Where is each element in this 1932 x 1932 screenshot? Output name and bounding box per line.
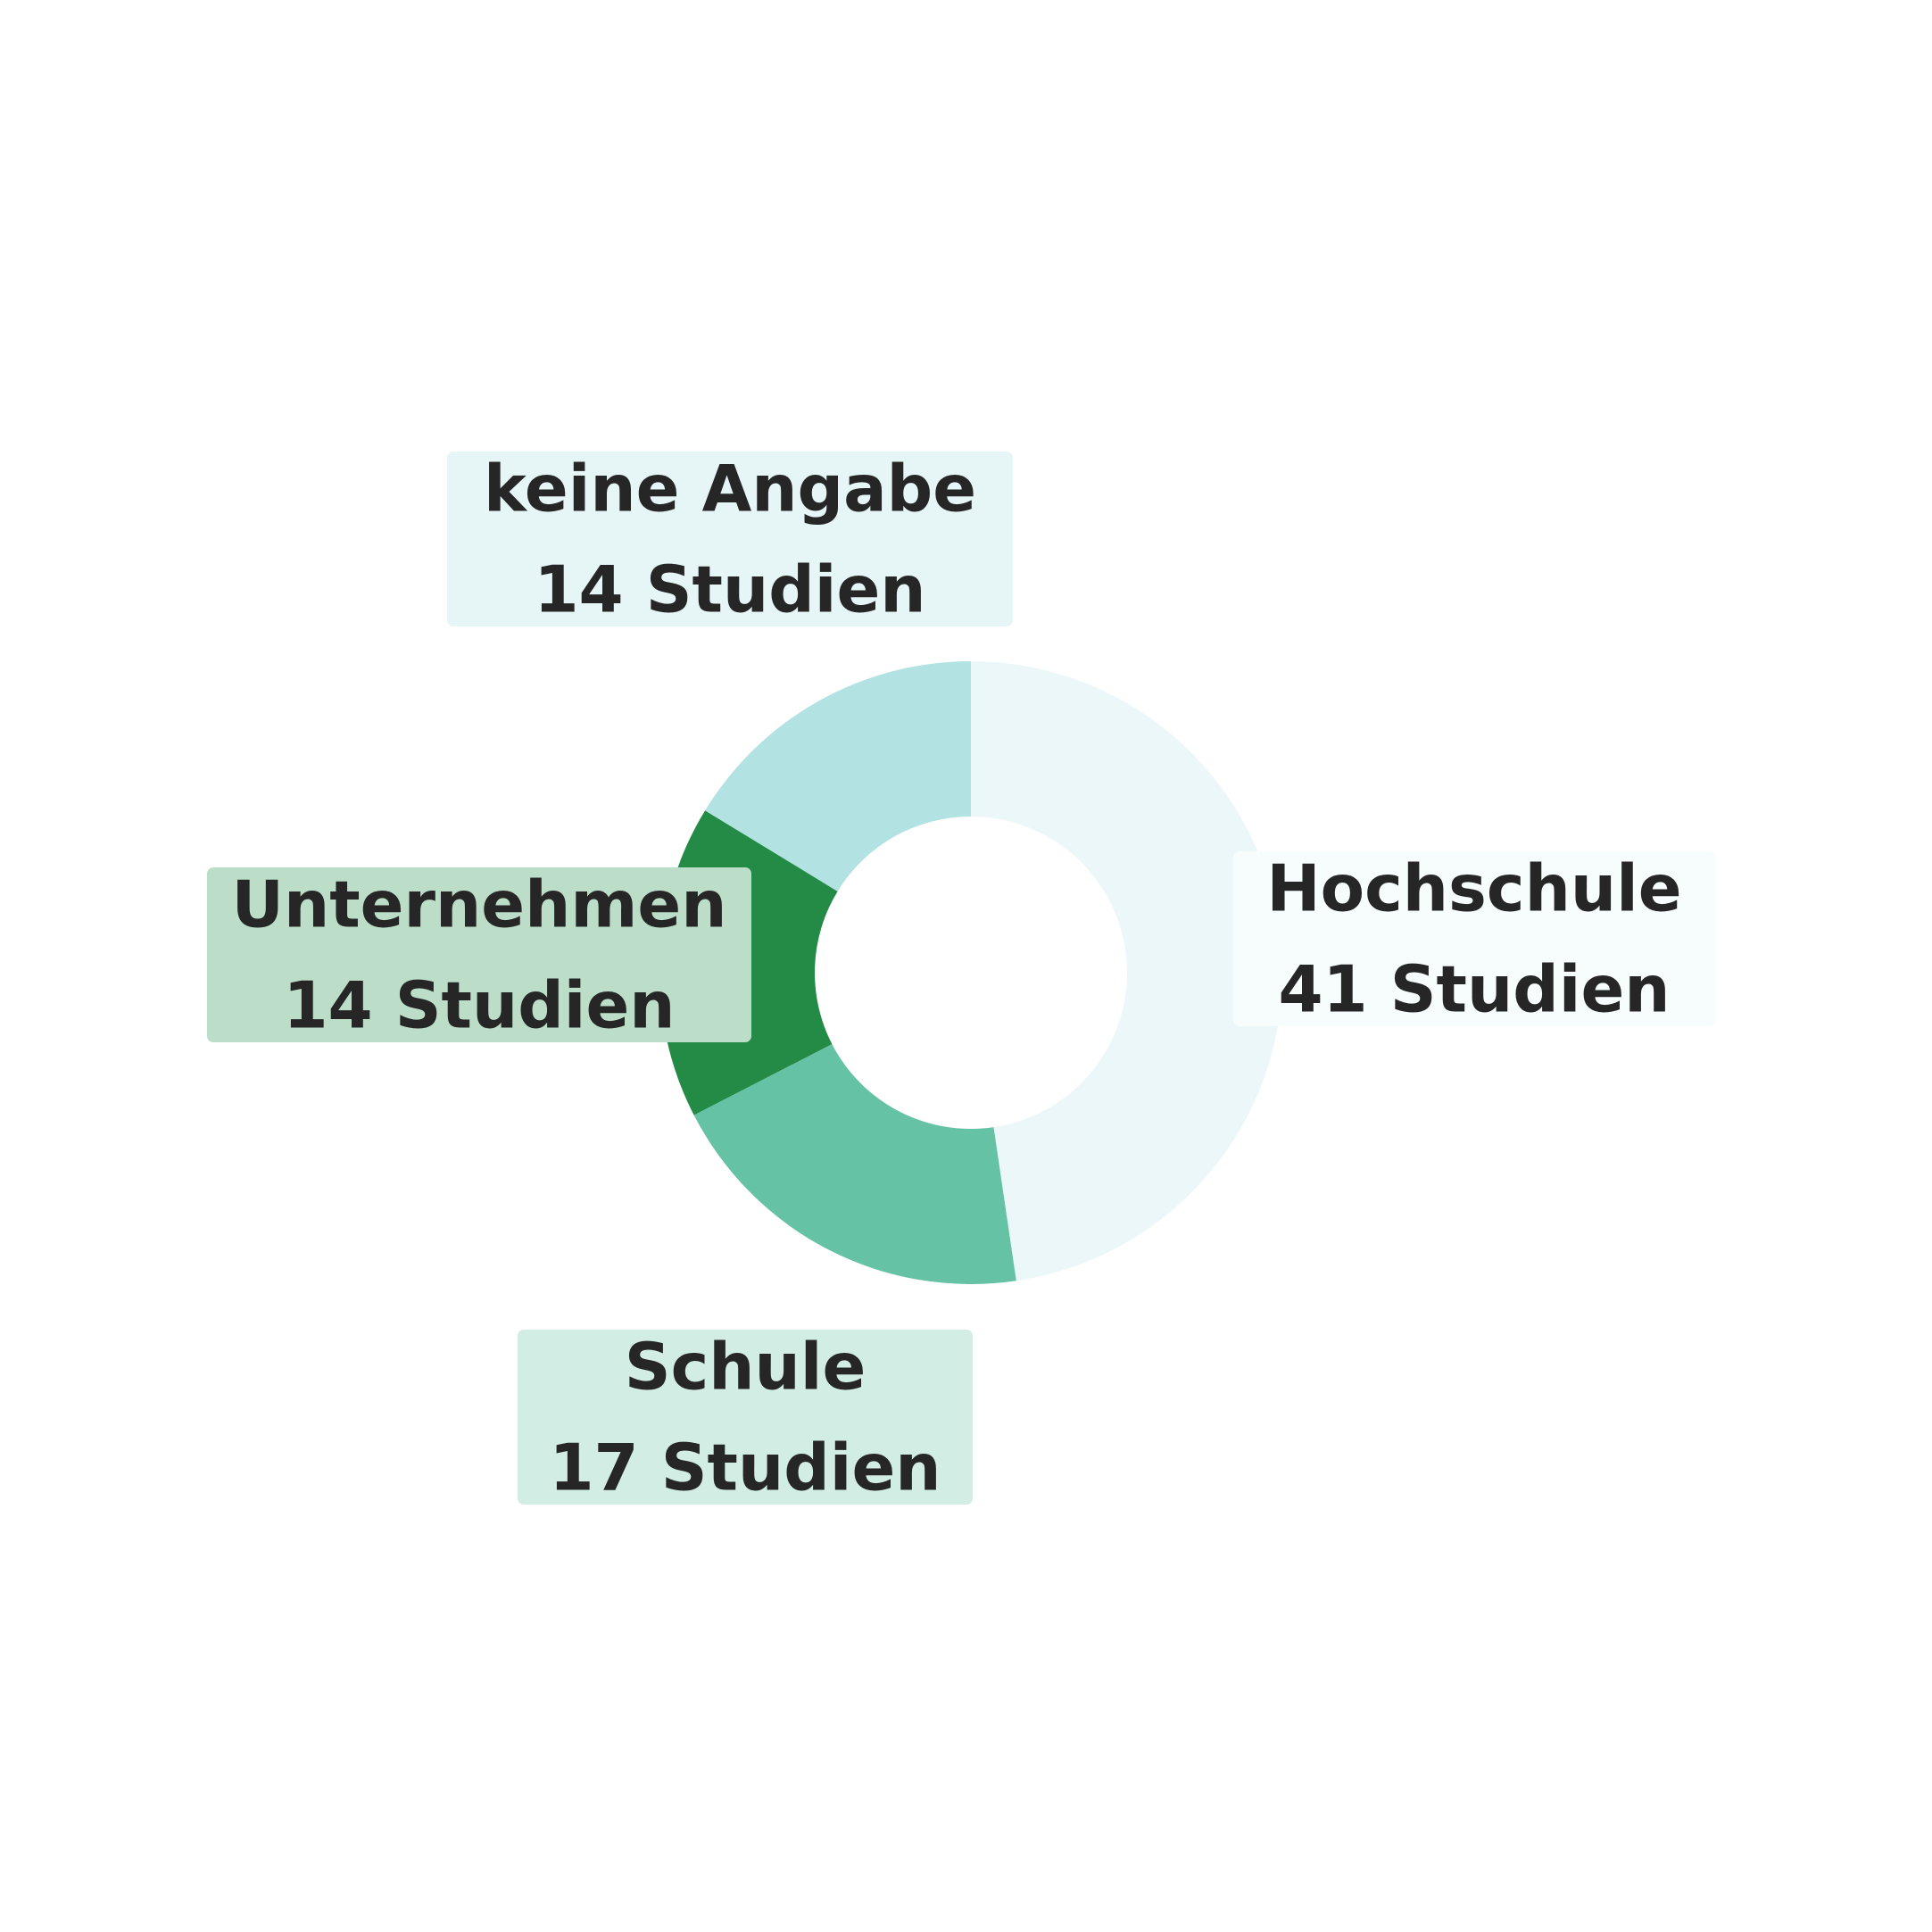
slice-label-schule: Schule 17 Studien — [518, 1330, 973, 1505]
slice-value-label: 41 Studien — [1278, 952, 1670, 1027]
donut-slice-keine-angabe — [705, 661, 971, 891]
slice-category-label: Unternehmen — [232, 867, 727, 942]
slice-label-unternehmen: Unternehmen 14 Studien — [207, 867, 751, 1043]
donut-slice-schule — [693, 1044, 1016, 1284]
slice-value-label: 14 Studien — [534, 552, 925, 627]
slice-label-box — [447, 452, 1013, 626]
slice-label-box — [518, 1330, 973, 1505]
slice-value-label: 14 Studien — [283, 968, 675, 1043]
slice-label-box — [207, 867, 751, 1042]
slice-label-box — [1233, 851, 1715, 1026]
slice-category-label: Hochschule — [1266, 851, 1681, 926]
slice-category-label: Schule — [625, 1330, 866, 1405]
donut-slice-hochschule — [971, 660, 1283, 1281]
slice-label-hochschule: Hochschule 41 Studien — [1233, 851, 1715, 1027]
slice-category-label: keine Angabe — [484, 452, 976, 527]
donut-slices — [659, 660, 1283, 1284]
slice-value-label: 17 Studien — [549, 1430, 941, 1505]
slice-label-keine-angabe: keine Angabe 14 Studien — [447, 452, 1013, 627]
